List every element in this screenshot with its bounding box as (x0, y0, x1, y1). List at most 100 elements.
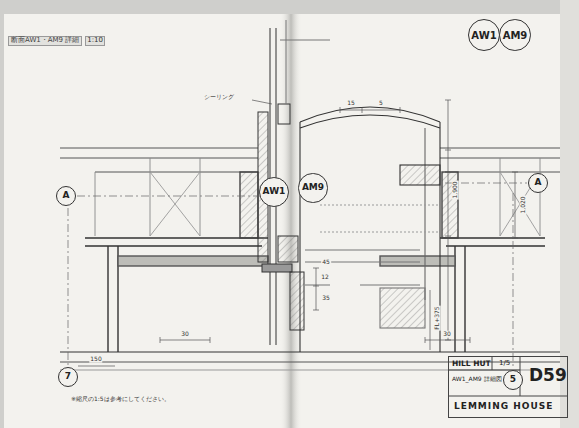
reference-label: AM9 (302, 183, 324, 193)
drawing-ref-circle: AM9 (499, 19, 531, 51)
left-wall (118, 256, 268, 266)
curved-wall (320, 205, 440, 232)
title-block-lines (448, 356, 568, 396)
dimension-text: 35 (321, 295, 331, 302)
reference-label: 7 (65, 372, 71, 382)
grid-lines (77, 196, 260, 197)
curved-wall (300, 107, 440, 352)
book-pages (560, 0, 579, 428)
curved-wall (305, 250, 420, 285)
title-block-text: 1/5 (499, 360, 510, 368)
section-mark: AM9 (298, 173, 327, 202)
title-block-lines (448, 396, 568, 397)
ceiling-lines (540, 158, 541, 236)
dimension-lines (425, 337, 470, 343)
dimension-lines (448, 100, 449, 340)
grid-lines (68, 208, 69, 366)
ceiling-lines (60, 148, 258, 149)
ceiling-lines (200, 158, 201, 236)
sheet-heading: 断面AW1・AM9 詳細 (8, 36, 82, 46)
reference-label: A (63, 191, 70, 201)
ceiling-lines (60, 158, 258, 159)
dimension-lines (252, 100, 272, 104)
reference-label: AW1 (471, 30, 496, 41)
title-block-text: LEMMING HOUSE (454, 402, 553, 412)
window-frame (278, 104, 290, 124)
window-frame (286, 20, 287, 104)
dimension-lines (430, 290, 431, 350)
grid-lines (513, 193, 514, 369)
book-pages (280, 14, 302, 428)
dimension-lines (313, 268, 319, 310)
title-block-lines (492, 356, 493, 370)
reference-label: A (535, 178, 542, 188)
ceiling-lines (60, 148, 560, 236)
dimension-lines (340, 110, 400, 111)
note-text: ※縮尺の1:5は参考にしてください。 (70, 396, 171, 403)
dimension-text: 30 (442, 331, 452, 338)
left-wall (85, 238, 268, 246)
right-wall (442, 172, 458, 238)
dimension-lines (160, 340, 210, 341)
curved-wall (300, 115, 440, 128)
dimension-text: 30 (180, 331, 190, 338)
floor-lines (60, 352, 560, 353)
section-mark: AW1 (259, 177, 289, 207)
right-wall (455, 246, 465, 352)
right-wall (440, 238, 545, 246)
scale-tag: 1:10 (85, 36, 105, 46)
title-block-text: AW1_AM9 詳細図 (452, 376, 502, 383)
dimension-text: シーリング (203, 94, 235, 101)
grid-bubble: A (528, 173, 548, 193)
right-wall (380, 256, 455, 266)
dimension-text: 12 (320, 274, 330, 281)
dimension-lines (316, 268, 317, 310)
book-pages (4, 0, 579, 428)
window-frame (290, 272, 304, 330)
dimension-lines (340, 107, 400, 113)
ceiling-lines (445, 172, 560, 173)
ceiling-lines (500, 158, 501, 236)
window-frame (258, 20, 330, 345)
left-wall (240, 172, 258, 238)
ceiling-lines (150, 158, 151, 236)
title-block: HILL HUT1/5D59AW1_AM9 詳細図LEMMING HOUSE (448, 356, 568, 418)
dimension-text: FL+375 (434, 305, 441, 330)
dimension-lines (515, 172, 516, 238)
reference-label: AM9 (503, 30, 528, 41)
drawing-ref-circle: AW1 (468, 19, 500, 51)
curved-wall (299, 122, 300, 352)
curved-wall (380, 288, 425, 328)
window-frame (278, 236, 298, 262)
ceiling-lines (95, 172, 96, 236)
floor-lines (60, 370, 540, 371)
reference-label: 5 (510, 375, 516, 385)
title-block-text: HILL HUT (452, 360, 491, 368)
curved-wall (400, 165, 440, 185)
dimension-text: 150 (89, 356, 102, 363)
grid-bubble: 5 (503, 370, 523, 390)
ceiling-lines (150, 172, 540, 236)
window-frame (262, 264, 292, 272)
dimension-lines (160, 337, 210, 343)
reference-label: AW1 (263, 187, 286, 197)
dimension-text: 45 (321, 259, 331, 266)
book-pages (4, 14, 579, 428)
dimension-text: 1,900 (452, 180, 459, 199)
ceiling-lines (95, 172, 258, 173)
dimension-lines (78, 100, 518, 366)
left-wall (108, 246, 118, 352)
dimension-lines (445, 100, 451, 340)
floor-lines (60, 352, 560, 370)
window-frame (280, 40, 330, 41)
dimension-text: 15 (346, 100, 356, 107)
dimension-lines (78, 366, 115, 367)
curved-wall (424, 128, 425, 300)
grid-lines (68, 183, 527, 369)
ceiling-lines (440, 148, 560, 149)
grid-bubble: A (56, 186, 76, 206)
dimension-text: 5 (378, 100, 384, 107)
